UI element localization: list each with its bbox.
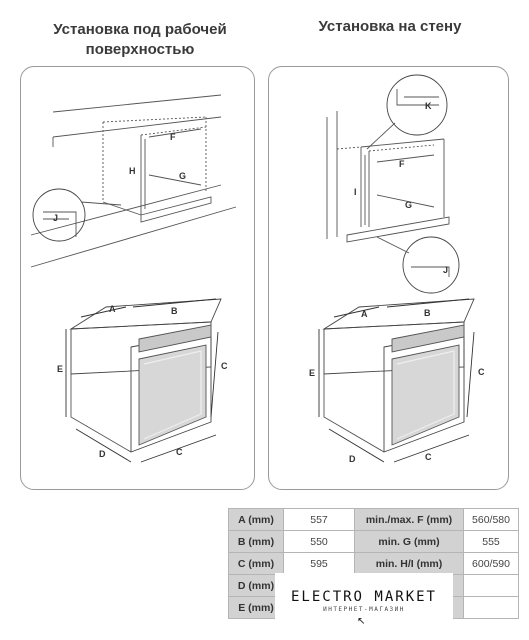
- dim-key: E (mm): [228, 596, 284, 619]
- wall-mount-diagram: K F I G J A B C E D C: [309, 74, 485, 464]
- cursor-icon: ↖: [357, 616, 366, 627]
- label-G: G: [405, 200, 412, 210]
- label-H: H: [129, 166, 136, 176]
- dim-value: 555: [463, 530, 519, 553]
- table-row: C (mm) 595 min. H/I (mm) 600/590: [228, 552, 519, 575]
- dim-key: min./max. F (mm): [354, 508, 464, 531]
- label-D: D: [99, 449, 106, 459]
- watermark-logo: ELECTRO MARKET ИНТЕРНЕТ-МАГАЗИН ↖: [275, 573, 453, 629]
- label-F: F: [170, 132, 176, 142]
- dim-value: [463, 574, 519, 597]
- dim-key: min. H/I (mm): [354, 552, 464, 575]
- label-J: J: [53, 213, 58, 223]
- heading-under-counter-line2: поверхностью: [85, 41, 195, 58]
- dim-value: 550: [283, 530, 355, 553]
- label-K: K: [425, 101, 432, 111]
- dim-value: [463, 596, 519, 619]
- heading-under-counter-line1: Установка под рабочей: [53, 21, 227, 38]
- label-C-bottom: C: [425, 452, 432, 462]
- watermark-title: ELECTRO MARKET: [290, 589, 437, 605]
- heading-wall-mount: Установка на стену: [318, 18, 462, 35]
- watermark-subtitle: ИНТЕРНЕТ-МАГАЗИН: [323, 606, 405, 613]
- dim-key: B (mm): [228, 530, 284, 553]
- panel-wall-mount: K F I G J A B C E D C: [268, 66, 509, 490]
- dim-key: min. G (mm): [354, 530, 464, 553]
- table-row: A (mm) 557 min./max. F (mm) 560/580: [228, 508, 519, 531]
- label-I: I: [354, 187, 357, 197]
- label-C-bottom: C: [176, 447, 183, 457]
- dim-value: 595: [283, 552, 355, 575]
- label-C-right: C: [221, 361, 228, 371]
- dim-key: D (mm): [228, 574, 284, 597]
- dim-value: 600/590: [463, 552, 519, 575]
- label-B: B: [424, 308, 431, 318]
- dim-key: C (mm): [228, 552, 284, 575]
- label-C-right: C: [478, 367, 485, 377]
- label-A: A: [109, 304, 116, 314]
- label-F: F: [399, 159, 405, 169]
- panel-under-counter: F H G J A B C E D C: [20, 66, 255, 490]
- dim-value: 557: [283, 508, 355, 531]
- heading-under-counter: Установка под рабочей поверхностью: [20, 20, 260, 60]
- label-G: G: [179, 171, 186, 181]
- dim-key: A (mm): [228, 508, 284, 531]
- label-E: E: [309, 368, 315, 378]
- table-row: B (mm) 550 min. G (mm) 555: [228, 530, 519, 553]
- label-B: B: [171, 306, 178, 316]
- dim-value: 560/580: [463, 508, 519, 531]
- under-counter-diagram: F H G J A B C E D C: [30, 94, 237, 463]
- label-E: E: [57, 364, 63, 374]
- label-D: D: [349, 454, 356, 464]
- label-J: J: [443, 265, 448, 275]
- label-A: A: [361, 309, 368, 319]
